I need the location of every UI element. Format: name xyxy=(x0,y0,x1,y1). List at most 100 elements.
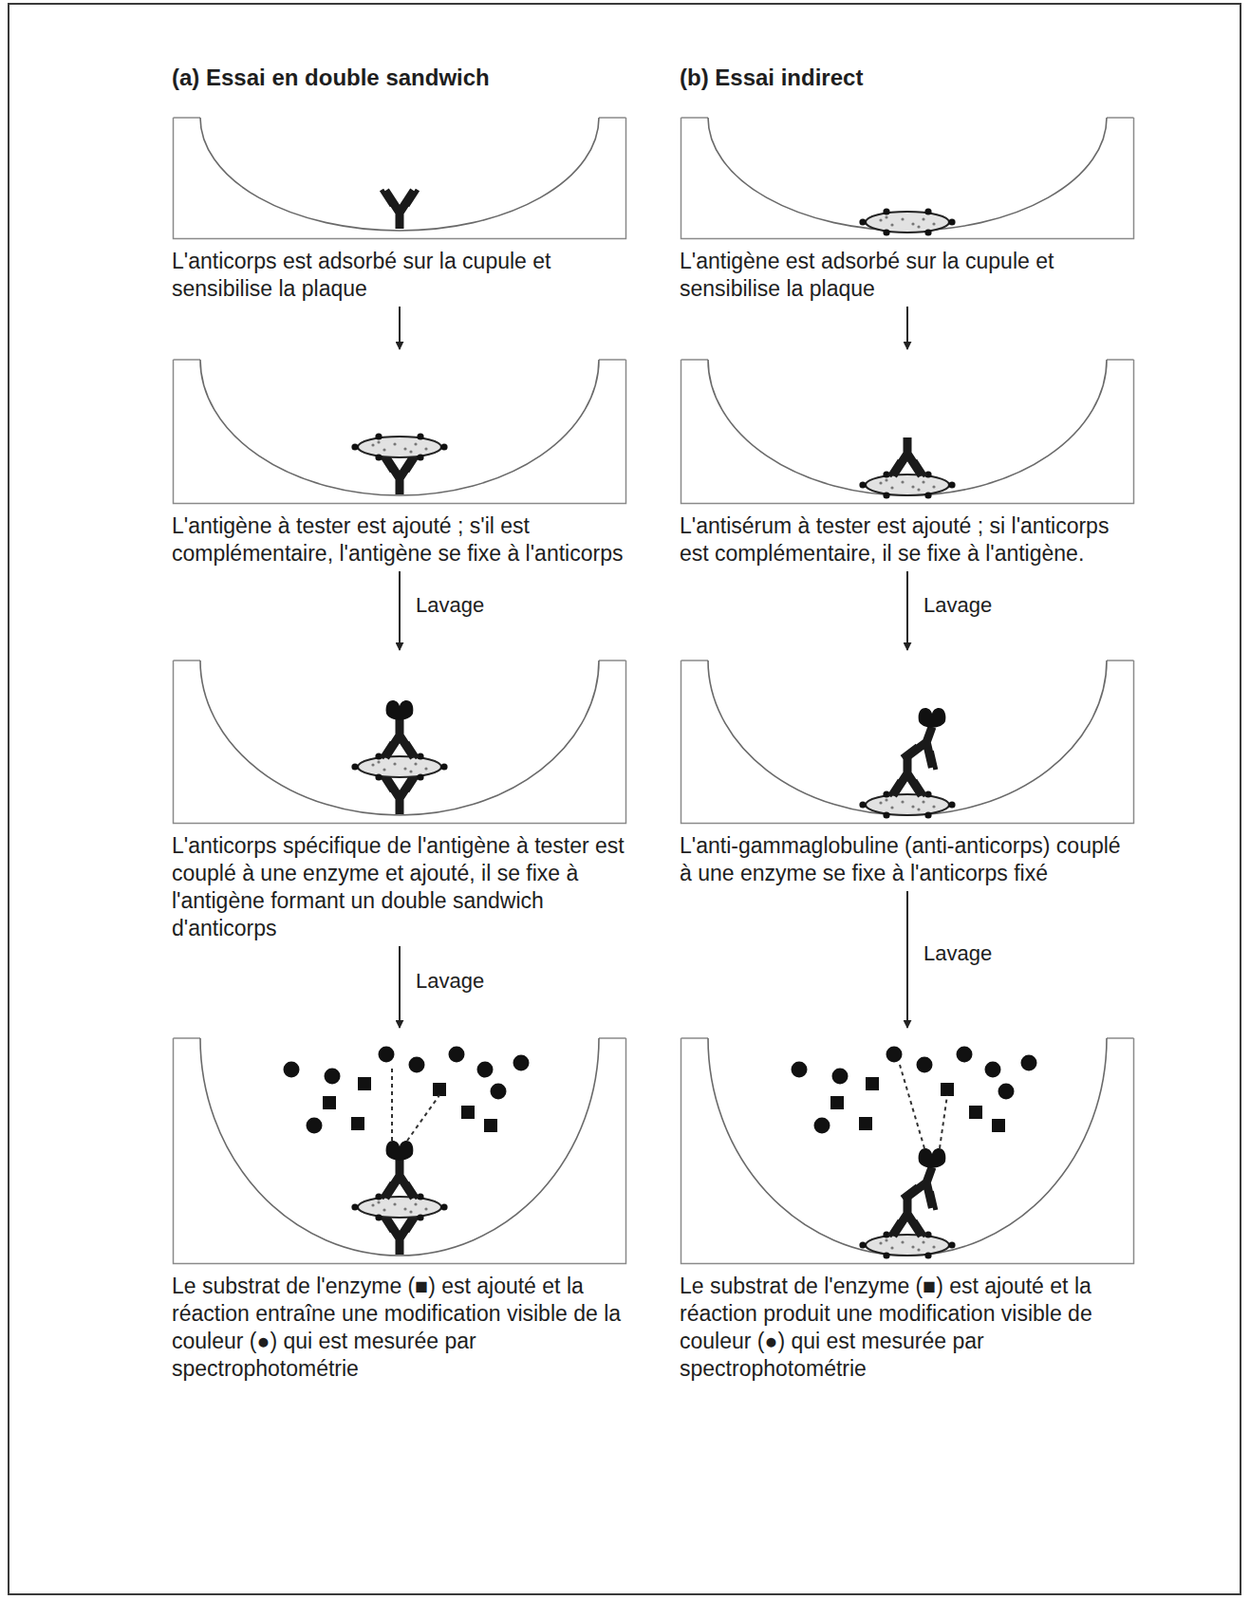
antigen-speckle xyxy=(371,763,374,766)
antigen-speckle xyxy=(382,1208,386,1212)
step-caption: L'anticorps spécifique de l'antigène à t… xyxy=(171,832,628,943)
well-rim xyxy=(681,116,1135,119)
step-caption: L'antisérum à tester est ajouté ; si l'a… xyxy=(679,512,1136,568)
antigen-speckle xyxy=(392,762,396,765)
epitope-dot xyxy=(351,1203,358,1211)
antigen-speckle xyxy=(424,447,428,450)
antigen-speckle xyxy=(916,1248,920,1251)
well-rim xyxy=(681,358,1135,361)
substrate-square xyxy=(432,1082,447,1097)
antigen-speckle xyxy=(900,217,904,221)
well-illustration xyxy=(679,110,1136,241)
well-rim xyxy=(173,1037,627,1040)
antibody xyxy=(889,757,926,797)
step-arrow xyxy=(398,571,401,651)
antigen-speckle xyxy=(932,804,935,808)
antibody-shape xyxy=(385,776,414,815)
antigen-body xyxy=(865,1234,950,1256)
antigen-speckle xyxy=(424,766,428,770)
antibody-light-chain xyxy=(889,460,926,477)
antigen-speckle xyxy=(884,478,888,482)
antigen-speckle xyxy=(403,1207,407,1211)
assay-step: L'antigène à tester est ajouté ; s'il es… xyxy=(171,352,628,568)
antibody-shape xyxy=(893,437,922,476)
antibody-shape xyxy=(905,1162,946,1209)
step-caption: L'anti-gammaglobuline (anti-anticorps) c… xyxy=(679,832,1136,888)
product-circle xyxy=(985,1062,1002,1079)
well-rim xyxy=(681,1037,1135,1040)
antibody-light-chain xyxy=(889,1220,926,1237)
step-arrow xyxy=(906,571,909,651)
step-caption: Le substrat de l'enzyme (■) est ajouté e… xyxy=(171,1272,628,1383)
antibody xyxy=(901,1161,950,1212)
step-caption: L'antigène à tester est ajouté ; s'il es… xyxy=(171,512,628,568)
epitope-dot xyxy=(924,228,932,236)
antibody xyxy=(901,721,950,771)
antigen-speckle xyxy=(878,218,882,222)
epitope-dot xyxy=(374,1213,382,1221)
well-bowl xyxy=(708,660,1107,816)
antigen-speckle xyxy=(884,1238,888,1242)
antigen-speckle xyxy=(403,447,407,450)
step-caption: L'anticorps est adsorbé sur la cupule et… xyxy=(171,247,628,303)
antigen-speckle xyxy=(878,801,882,804)
enzyme xyxy=(386,700,414,721)
antigen-speckle xyxy=(413,442,417,446)
product-circle xyxy=(814,1118,831,1135)
substrate-square xyxy=(858,1117,873,1131)
antigen-speckle xyxy=(878,1241,882,1245)
antigen-speckle xyxy=(371,443,374,447)
antigen-speckle xyxy=(921,1240,925,1244)
antigen-speckle xyxy=(403,766,407,770)
product-circle xyxy=(916,1057,933,1074)
epitope-dot xyxy=(948,218,955,225)
antibody-shape xyxy=(893,757,922,796)
antibody xyxy=(381,775,418,815)
antigen-body xyxy=(865,474,950,496)
epitope-dot xyxy=(882,811,890,819)
epitope-dot xyxy=(440,443,448,450)
well-frame xyxy=(681,660,1135,824)
product-circle xyxy=(832,1068,849,1085)
antigen-speckle xyxy=(382,447,386,451)
antibody xyxy=(889,437,926,477)
antigen-speckle xyxy=(890,485,894,489)
epitope-dot xyxy=(374,453,382,461)
antibody xyxy=(889,1197,926,1237)
reaction-dash xyxy=(407,1095,440,1141)
epitope-dot xyxy=(440,763,448,770)
well-illustration xyxy=(679,1030,1136,1266)
antibody xyxy=(381,455,418,495)
antigen-speckle xyxy=(900,1240,904,1244)
antigen-speckle xyxy=(409,1210,412,1213)
step-label: Lavage xyxy=(412,593,487,618)
antigen-body xyxy=(357,1196,442,1218)
assay-step: L'antigène est adsorbé sur la cupule et … xyxy=(679,110,1136,303)
antigen-speckle xyxy=(900,800,904,803)
antigen-body xyxy=(357,756,442,778)
substrate-square xyxy=(830,1096,844,1110)
enzyme xyxy=(386,1140,414,1161)
product-circle xyxy=(490,1083,507,1101)
well-illustration xyxy=(171,110,628,241)
substrate-square xyxy=(969,1105,983,1120)
antigen-speckle xyxy=(932,1245,935,1249)
substrate-square xyxy=(357,1077,372,1091)
antigen-speckle xyxy=(900,480,904,484)
antibody-shape xyxy=(385,1159,414,1198)
antigen-speckle xyxy=(932,222,935,225)
product-circle xyxy=(378,1046,395,1064)
well-rim xyxy=(173,358,627,361)
reaction-dash xyxy=(939,1095,948,1149)
reaction-dash xyxy=(391,1064,393,1141)
antigen-body xyxy=(865,211,950,233)
epitope-dot xyxy=(924,491,932,499)
step-arrow xyxy=(398,946,401,1028)
antigen-speckle xyxy=(409,449,412,453)
epitope-dot xyxy=(882,1251,890,1259)
assay-step: L'anticorps est adsorbé sur la cupule et… xyxy=(171,110,628,303)
assay-step: Le substrat de l'enzyme (■) est ajouté e… xyxy=(171,1030,628,1383)
antigen xyxy=(858,207,955,236)
well-illustration xyxy=(171,1030,628,1266)
substrate-square xyxy=(351,1117,365,1131)
